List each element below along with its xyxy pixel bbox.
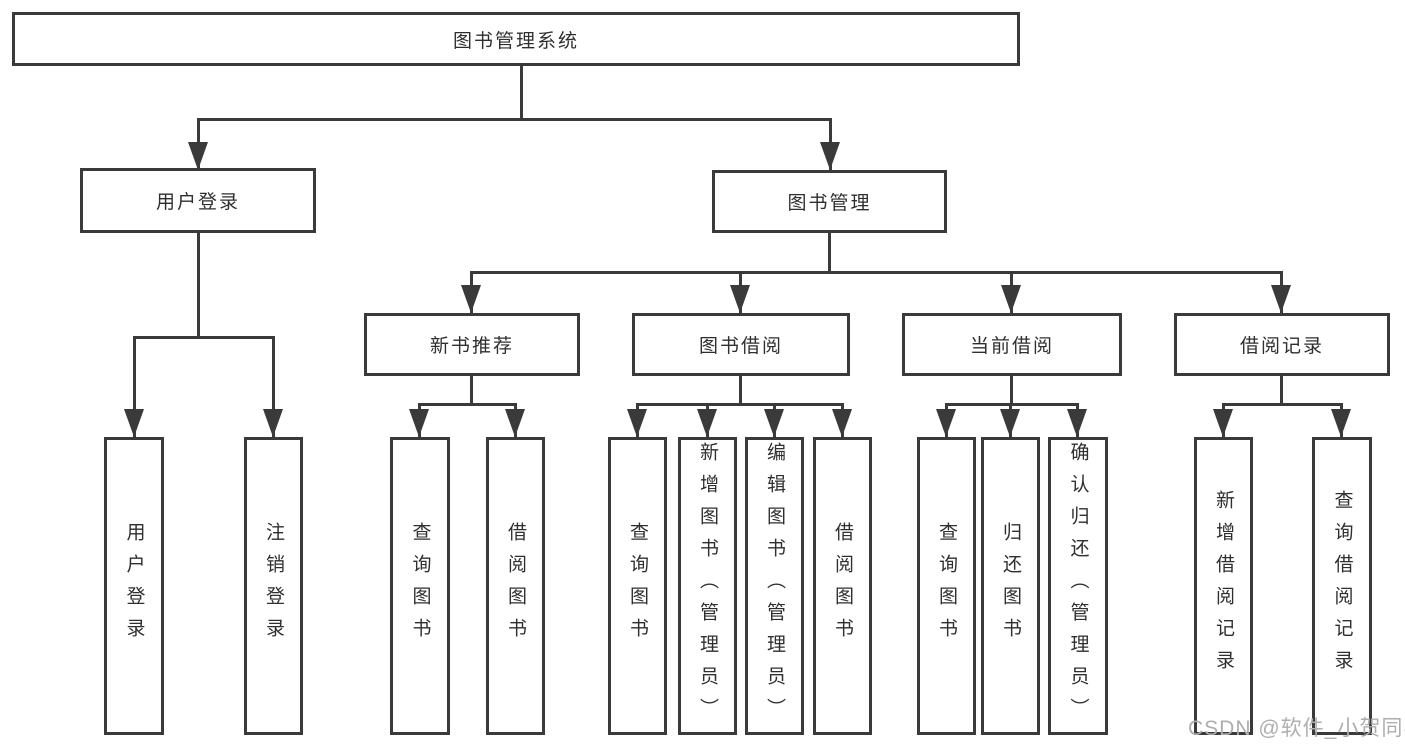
connector-line xyxy=(418,403,517,406)
leaf-add-borrow-record-label: 新增借阅记录 xyxy=(1213,490,1234,682)
connector-line xyxy=(133,336,136,437)
leaf-confirm-return-admin-label: 确认归还（管理员） xyxy=(1067,442,1089,730)
node-borrow-records: 借阅记录 xyxy=(1174,313,1390,376)
leaf-edit-book-admin-label: 编辑图书（管理员） xyxy=(764,442,785,730)
arrow-down-icon xyxy=(124,409,144,437)
node-user-login-label: 用户登录 xyxy=(155,192,240,213)
leaf-user-login-label: 用户登录 xyxy=(123,522,145,650)
node-book-borrowing: 图书借阅 xyxy=(632,313,850,376)
leaf-borrow-books-1-label: 借阅图书 xyxy=(505,522,526,650)
connector-line xyxy=(945,403,1079,406)
leaf-add-borrow-record: 新增借阅记录 xyxy=(1194,437,1253,735)
node-borrow-records-label: 借阅记录 xyxy=(1239,336,1324,357)
leaf-edit-book-admin: 编辑图书（管理员） xyxy=(745,437,804,735)
connector-line xyxy=(197,118,832,121)
leaf-query-books-3: 查询图书 xyxy=(917,437,976,735)
node-library-management-system: 图书管理系统 xyxy=(12,12,1020,66)
connector-line xyxy=(828,232,831,274)
arrow-down-icon xyxy=(409,409,429,437)
leaf-confirm-return-admin: 确认归还（管理员） xyxy=(1048,437,1108,735)
arrow-down-icon xyxy=(1001,285,1021,313)
leaf-return-book: 归还图书 xyxy=(981,437,1040,735)
arrow-down-icon xyxy=(820,142,840,170)
leaf-user-login: 用户登录 xyxy=(104,437,164,735)
arrow-down-icon xyxy=(1271,285,1291,313)
node-new-book-recommend-label: 新书推荐 xyxy=(429,336,514,357)
arrow-down-icon xyxy=(505,409,525,437)
watermark: CSDN @软件_小贺同学 xyxy=(1188,717,1405,740)
node-book-management: 图书管理 xyxy=(712,170,947,233)
connector-line xyxy=(520,65,523,121)
node-library-management-system-label: 图书管理系统 xyxy=(452,30,579,52)
connector-line xyxy=(133,336,275,339)
leaf-query-books-2: 查询图书 xyxy=(608,437,667,735)
arrow-down-icon xyxy=(263,409,283,437)
arrow-down-icon xyxy=(1331,409,1351,437)
arrow-down-icon xyxy=(764,409,784,437)
leaf-query-books-1: 查询图书 xyxy=(390,437,450,735)
arrow-down-icon xyxy=(1000,409,1020,437)
arrow-down-icon xyxy=(461,285,481,313)
arrow-down-icon xyxy=(1213,409,1233,437)
arrow-down-icon xyxy=(1067,409,1087,437)
connector-line xyxy=(272,336,275,437)
arrow-down-icon xyxy=(936,409,956,437)
connector-line xyxy=(197,232,200,339)
node-book-borrowing-label: 图书借阅 xyxy=(698,336,783,357)
leaf-return-book-label: 归还图书 xyxy=(1000,522,1021,650)
arrow-down-icon xyxy=(627,409,647,437)
leaf-borrow-books-1: 借阅图书 xyxy=(486,437,545,735)
connector-line xyxy=(636,403,844,406)
node-new-book-recommend: 新书推荐 xyxy=(364,313,580,376)
connector-line xyxy=(470,376,473,406)
leaf-query-books-2-label: 查询图书 xyxy=(627,522,648,650)
node-current-borrowing-label: 当前借阅 xyxy=(969,336,1054,357)
leaf-borrow-books-2: 借阅图书 xyxy=(813,437,872,735)
leaf-logout-label: 注销登录 xyxy=(263,522,284,650)
arrow-down-icon xyxy=(832,409,852,437)
connector-line xyxy=(470,271,1283,274)
leaf-logout: 注销登录 xyxy=(244,437,303,735)
connector-line xyxy=(1010,376,1013,406)
leaf-query-books-1-label: 查询图书 xyxy=(409,522,431,650)
leaf-add-book-admin-label: 新增图书（管理员） xyxy=(697,442,718,730)
arrow-down-icon xyxy=(697,409,717,437)
arrow-down-icon xyxy=(730,285,750,313)
connector-line xyxy=(1222,403,1343,406)
connector-line xyxy=(739,376,742,406)
leaf-add-book-admin: 新增图书（管理员） xyxy=(678,437,737,735)
leaf-borrow-books-2-label: 借阅图书 xyxy=(832,522,853,650)
connector-line xyxy=(1280,376,1283,406)
node-current-borrowing: 当前借阅 xyxy=(902,313,1122,376)
node-user-login: 用户登录 xyxy=(80,168,316,233)
arrow-down-icon xyxy=(188,142,208,170)
node-book-management-label: 图书管理 xyxy=(787,193,872,214)
leaf-query-books-3-label: 查询图书 xyxy=(936,522,957,650)
leaf-query-borrow-record: 查询借阅记录 xyxy=(1312,437,1372,735)
leaf-query-borrow-record-label: 查询借阅记录 xyxy=(1331,490,1353,682)
